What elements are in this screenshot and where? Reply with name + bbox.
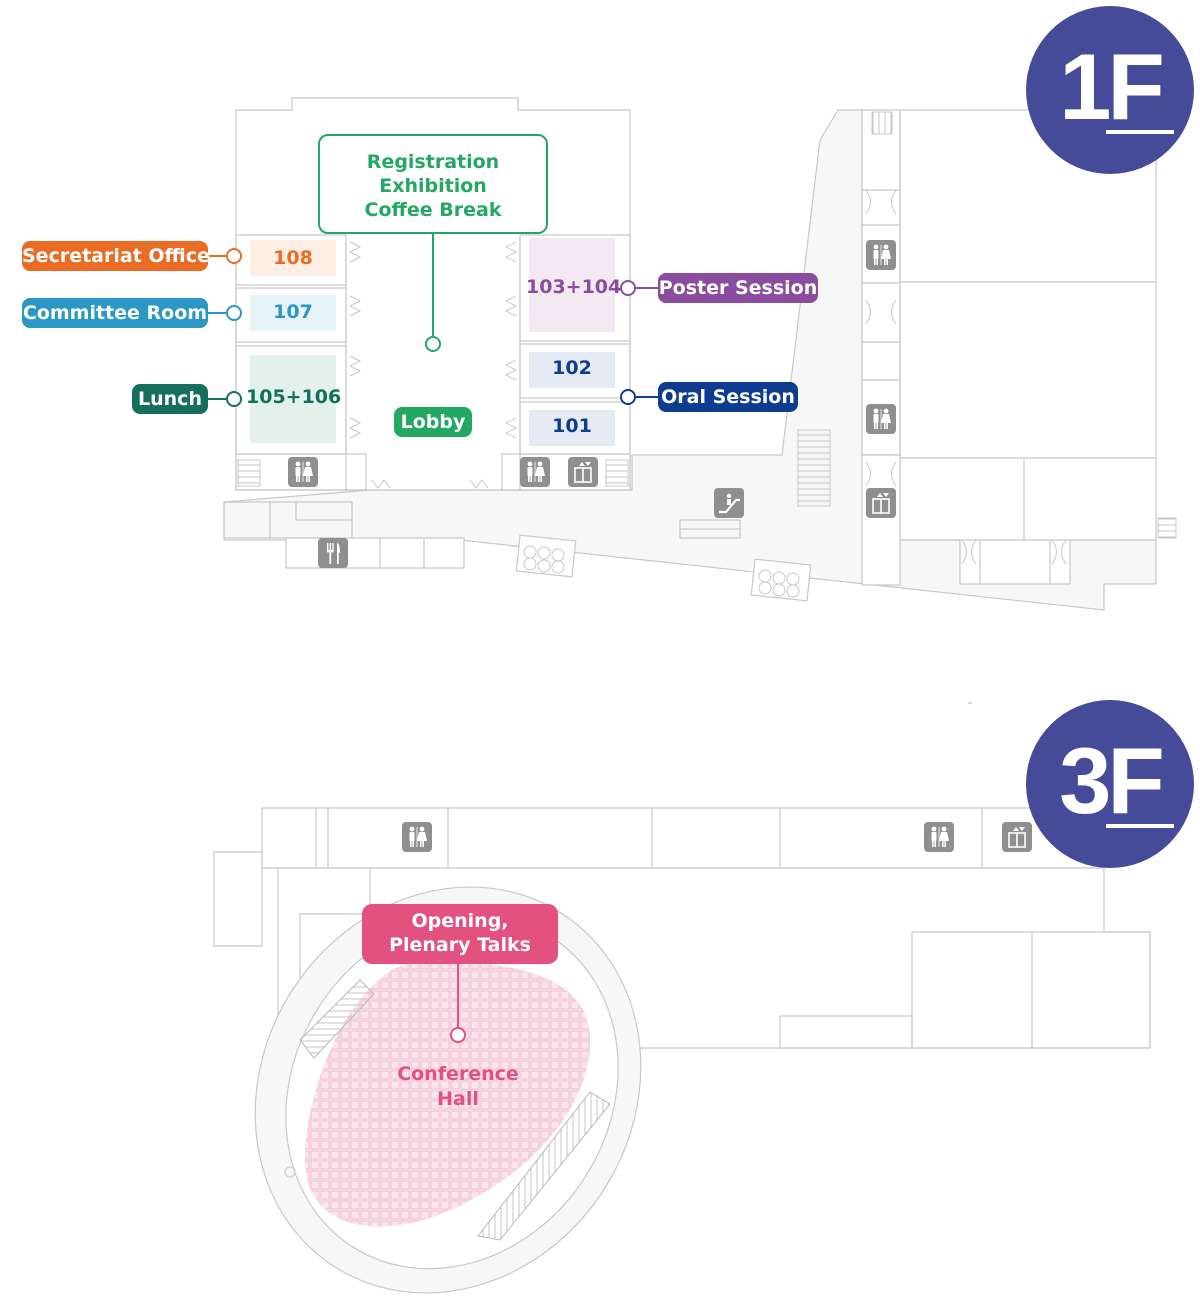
escalator-icon [714,488,744,518]
restroom-icon [866,240,896,270]
room-107-fill [250,295,336,331]
room-107[interactable]: 107 [273,301,313,323]
conference-hall-line-2: Hall [437,1088,479,1110]
registration-line-2: Exhibition [379,175,487,197]
floor-1-badge: 1F [1026,6,1194,174]
floor-3-label: 3F [1059,728,1165,833]
conference-hall-line-1: Conference [397,1063,519,1085]
stray-mark [968,702,972,704]
restroom-icon [520,457,550,487]
room-105-106[interactable]: 105+106 [246,386,342,408]
floor-3-plan [213,807,1151,1049]
opening-line-1: Opening, [411,910,509,932]
room-108-fill [250,240,336,276]
room-102-fill [529,352,615,388]
floor-1-label: 1F [1059,34,1165,139]
room-105-106-fill [250,355,336,443]
floor-3-underline [1106,824,1174,828]
conference-hall-shape [254,886,642,1294]
room-103-104[interactable]: 103+104 [526,276,622,298]
lunch-label[interactable]: Lunch [132,384,208,414]
elevator-icon [1002,822,1032,852]
restroom-icon [288,457,318,487]
room-103-104-fill [529,238,615,332]
opening-line-2: Plenary Talks [389,934,531,956]
lobby-label[interactable]: Lobby [394,407,472,437]
registration-line-3: Coffee Break [364,199,502,221]
poster-session-label[interactable]: Poster Session [658,273,818,303]
floor-1-underline [1106,130,1174,134]
opening-callout[interactable]: Opening, Plenary Talks [362,904,558,964]
conference-hall-label[interactable]: Conference Hall [384,1062,532,1112]
room-101[interactable]: 101 [552,415,592,437]
elevator-icon [866,488,896,518]
room-101-fill [529,410,615,446]
restroom-icon [866,404,896,434]
room-102[interactable]: 102 [552,357,592,379]
registration-line-1: Registration [366,151,500,173]
restaurant-icon [318,538,348,568]
committee-room-label[interactable]: Committee Room [22,298,208,328]
room-108[interactable]: 108 [273,247,313,269]
elevator-icon [568,457,598,487]
restroom-icon [402,822,432,852]
floor-3-badge: 3F [1026,700,1194,868]
registration-callout[interactable]: Registration Exhibition Coffee Break [318,134,548,234]
oral-session-label[interactable]: Oral Session [658,382,798,412]
restroom-icon [924,822,954,852]
secretariat-office-label[interactable]: Secretariat Office [22,241,210,271]
